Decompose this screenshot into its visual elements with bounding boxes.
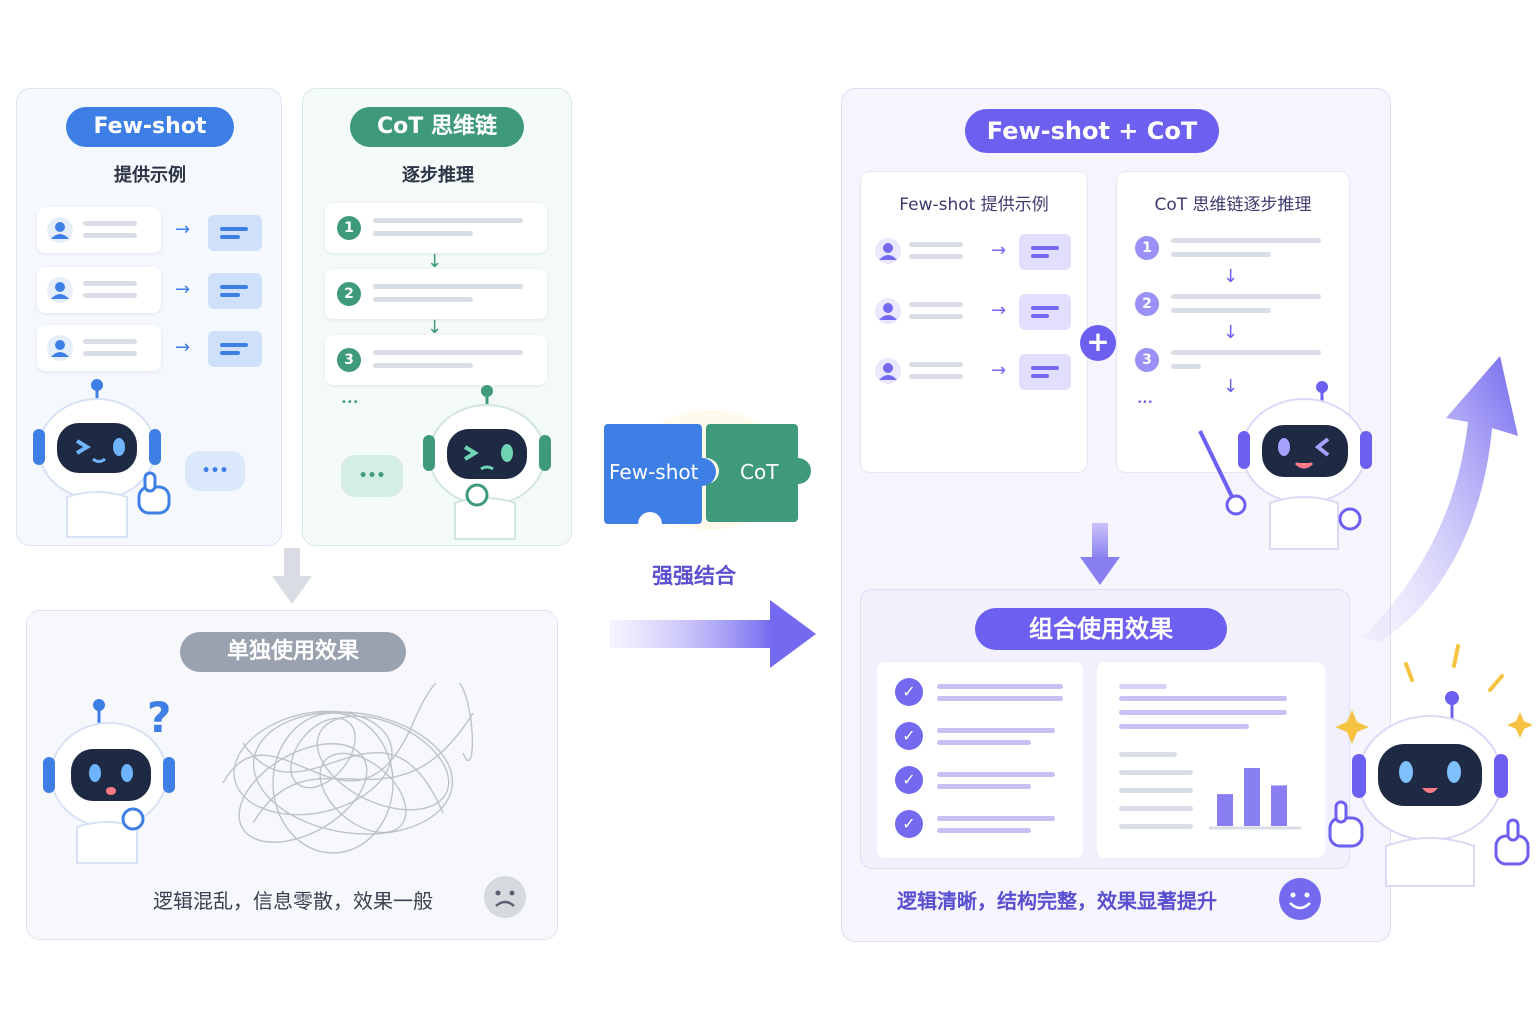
ellipsis-icon: ••• (341, 397, 359, 408)
answer-box (208, 215, 262, 251)
step-number: 1 (1135, 236, 1159, 260)
combined-cot-panel: CoT 思维链逐步推理 1 ↓ 2 ↓ 3 ↓ ••• (1116, 171, 1350, 473)
chat-bubble: ••• (341, 455, 403, 497)
growth-arrow-icon (1362, 356, 1518, 642)
bar-chart-icon (1209, 768, 1301, 830)
right-arrow-icon: → (991, 240, 1007, 261)
combined-fewshot-panel: Few-shot 提供示例 → → → (860, 171, 1088, 473)
answer-box (208, 273, 262, 309)
step-number: 3 (337, 348, 361, 372)
step-number: 3 (1135, 348, 1159, 372)
right-arrow-icon: → (991, 300, 1007, 321)
flow-right-arrow-icon (610, 600, 816, 668)
robot-confused-icon (43, 699, 175, 864)
down-flow-arrow-icon (272, 548, 312, 604)
single-effect-caption: 逻辑混乱，信息零散，效果一般 (153, 889, 433, 913)
check-icon: ✓ (895, 722, 923, 750)
single-effect-badge: 单独使用效果 (180, 632, 406, 672)
combined-effect-card: 组合使用效果 ✓ ✓ ✓ ✓ (860, 589, 1350, 869)
answer-box (1019, 234, 1071, 270)
cot-step-row: 1 (325, 203, 547, 253)
tangled-lines-icon (222, 683, 474, 854)
single-effect-card: 单独使用效果 ? 逻辑混乱，信息零散，效果一般 (26, 610, 558, 940)
cot-card: CoT 思维链 逐步推理 1 ↓ 2 ↓ 3 ••• ••• (302, 88, 572, 546)
down-arrow-icon: ↓ (1223, 322, 1239, 343)
check-icon: ✓ (895, 678, 923, 706)
right-arrow-icon: → (175, 279, 191, 300)
user-icon (875, 358, 901, 384)
robot-thinking-icon (423, 385, 551, 540)
ellipsis-icon: ••• (1137, 398, 1153, 408)
user-icon (875, 238, 901, 264)
combined-fewshot-title: Few-shot 提供示例 (899, 195, 1049, 215)
fewshot-example-row (37, 267, 161, 313)
cot-badge: CoT 思维链 (350, 107, 524, 147)
fewshot-example-row (37, 325, 161, 371)
down-arrow-icon: ↓ (1223, 266, 1239, 287)
answer-box (1019, 354, 1071, 390)
user-icon (47, 277, 73, 303)
down-arrow-icon: ↓ (427, 317, 443, 338)
puzzle-caption: 强强结合 (652, 564, 736, 588)
combined-effect-badge: 组合使用效果 (975, 608, 1227, 650)
question-mark-icon: ? (147, 693, 172, 742)
combined-effect-caption: 逻辑清晰，结构完整，效果显著提升 (897, 889, 1217, 913)
smile-face-icon (1279, 878, 1321, 920)
answer-box (208, 331, 262, 367)
puzzle-fewshot-icon (604, 424, 716, 524)
down-flow-arrow-icon (1080, 523, 1120, 585)
puzzle-cot-icon (706, 424, 811, 522)
plus-icon: + (1080, 325, 1116, 361)
combined-card: Few-shot + CoT Few-shot 提供示例 → → → + CoT… (841, 88, 1391, 942)
checklist-panel: ✓ ✓ ✓ ✓ (877, 662, 1083, 858)
robot-thumbs-up-icon (33, 379, 171, 538)
right-arrow-icon: → (175, 219, 191, 240)
fewshot-example-row (37, 207, 161, 253)
mini-bar (1244, 768, 1260, 826)
sad-face-icon (484, 876, 526, 918)
down-arrow-icon: ↓ (427, 251, 443, 272)
user-icon (47, 335, 73, 361)
user-icon (875, 298, 901, 324)
combined-cot-title: CoT 思维链逐步推理 (1154, 195, 1312, 215)
mini-bar (1217, 794, 1233, 826)
user-icon (47, 217, 73, 243)
chat-bubble: ••• (185, 451, 245, 491)
answer-box (1019, 294, 1071, 330)
step-number: 2 (337, 282, 361, 306)
robot-happy-icon (1328, 644, 1532, 887)
right-arrow-icon: → (175, 337, 191, 358)
fewshot-card: Few-shot 提供示例 → → → (16, 88, 282, 546)
down-arrow-icon: ↓ (1223, 376, 1239, 397)
step-number: 1 (337, 216, 361, 240)
report-panel (1097, 662, 1325, 858)
check-icon: ✓ (895, 766, 923, 794)
fewshot-subtitle: 提供示例 (114, 165, 186, 186)
right-arrow-icon: → (991, 360, 1007, 381)
puzzle-cot-label: CoT (740, 460, 779, 484)
mini-bar (1271, 785, 1287, 826)
puzzle-fewshot-label: Few-shot (609, 460, 699, 484)
step-number: 2 (1135, 292, 1159, 316)
fewshot-badge: Few-shot (66, 107, 234, 147)
check-icon: ✓ (895, 810, 923, 838)
combined-badge: Few-shot + CoT (965, 109, 1219, 153)
cot-step-row: 2 (325, 269, 547, 319)
cot-subtitle: 逐步推理 (402, 165, 474, 186)
robot-teaching-icon (1198, 381, 1372, 550)
cot-step-row: 3 (325, 335, 547, 385)
